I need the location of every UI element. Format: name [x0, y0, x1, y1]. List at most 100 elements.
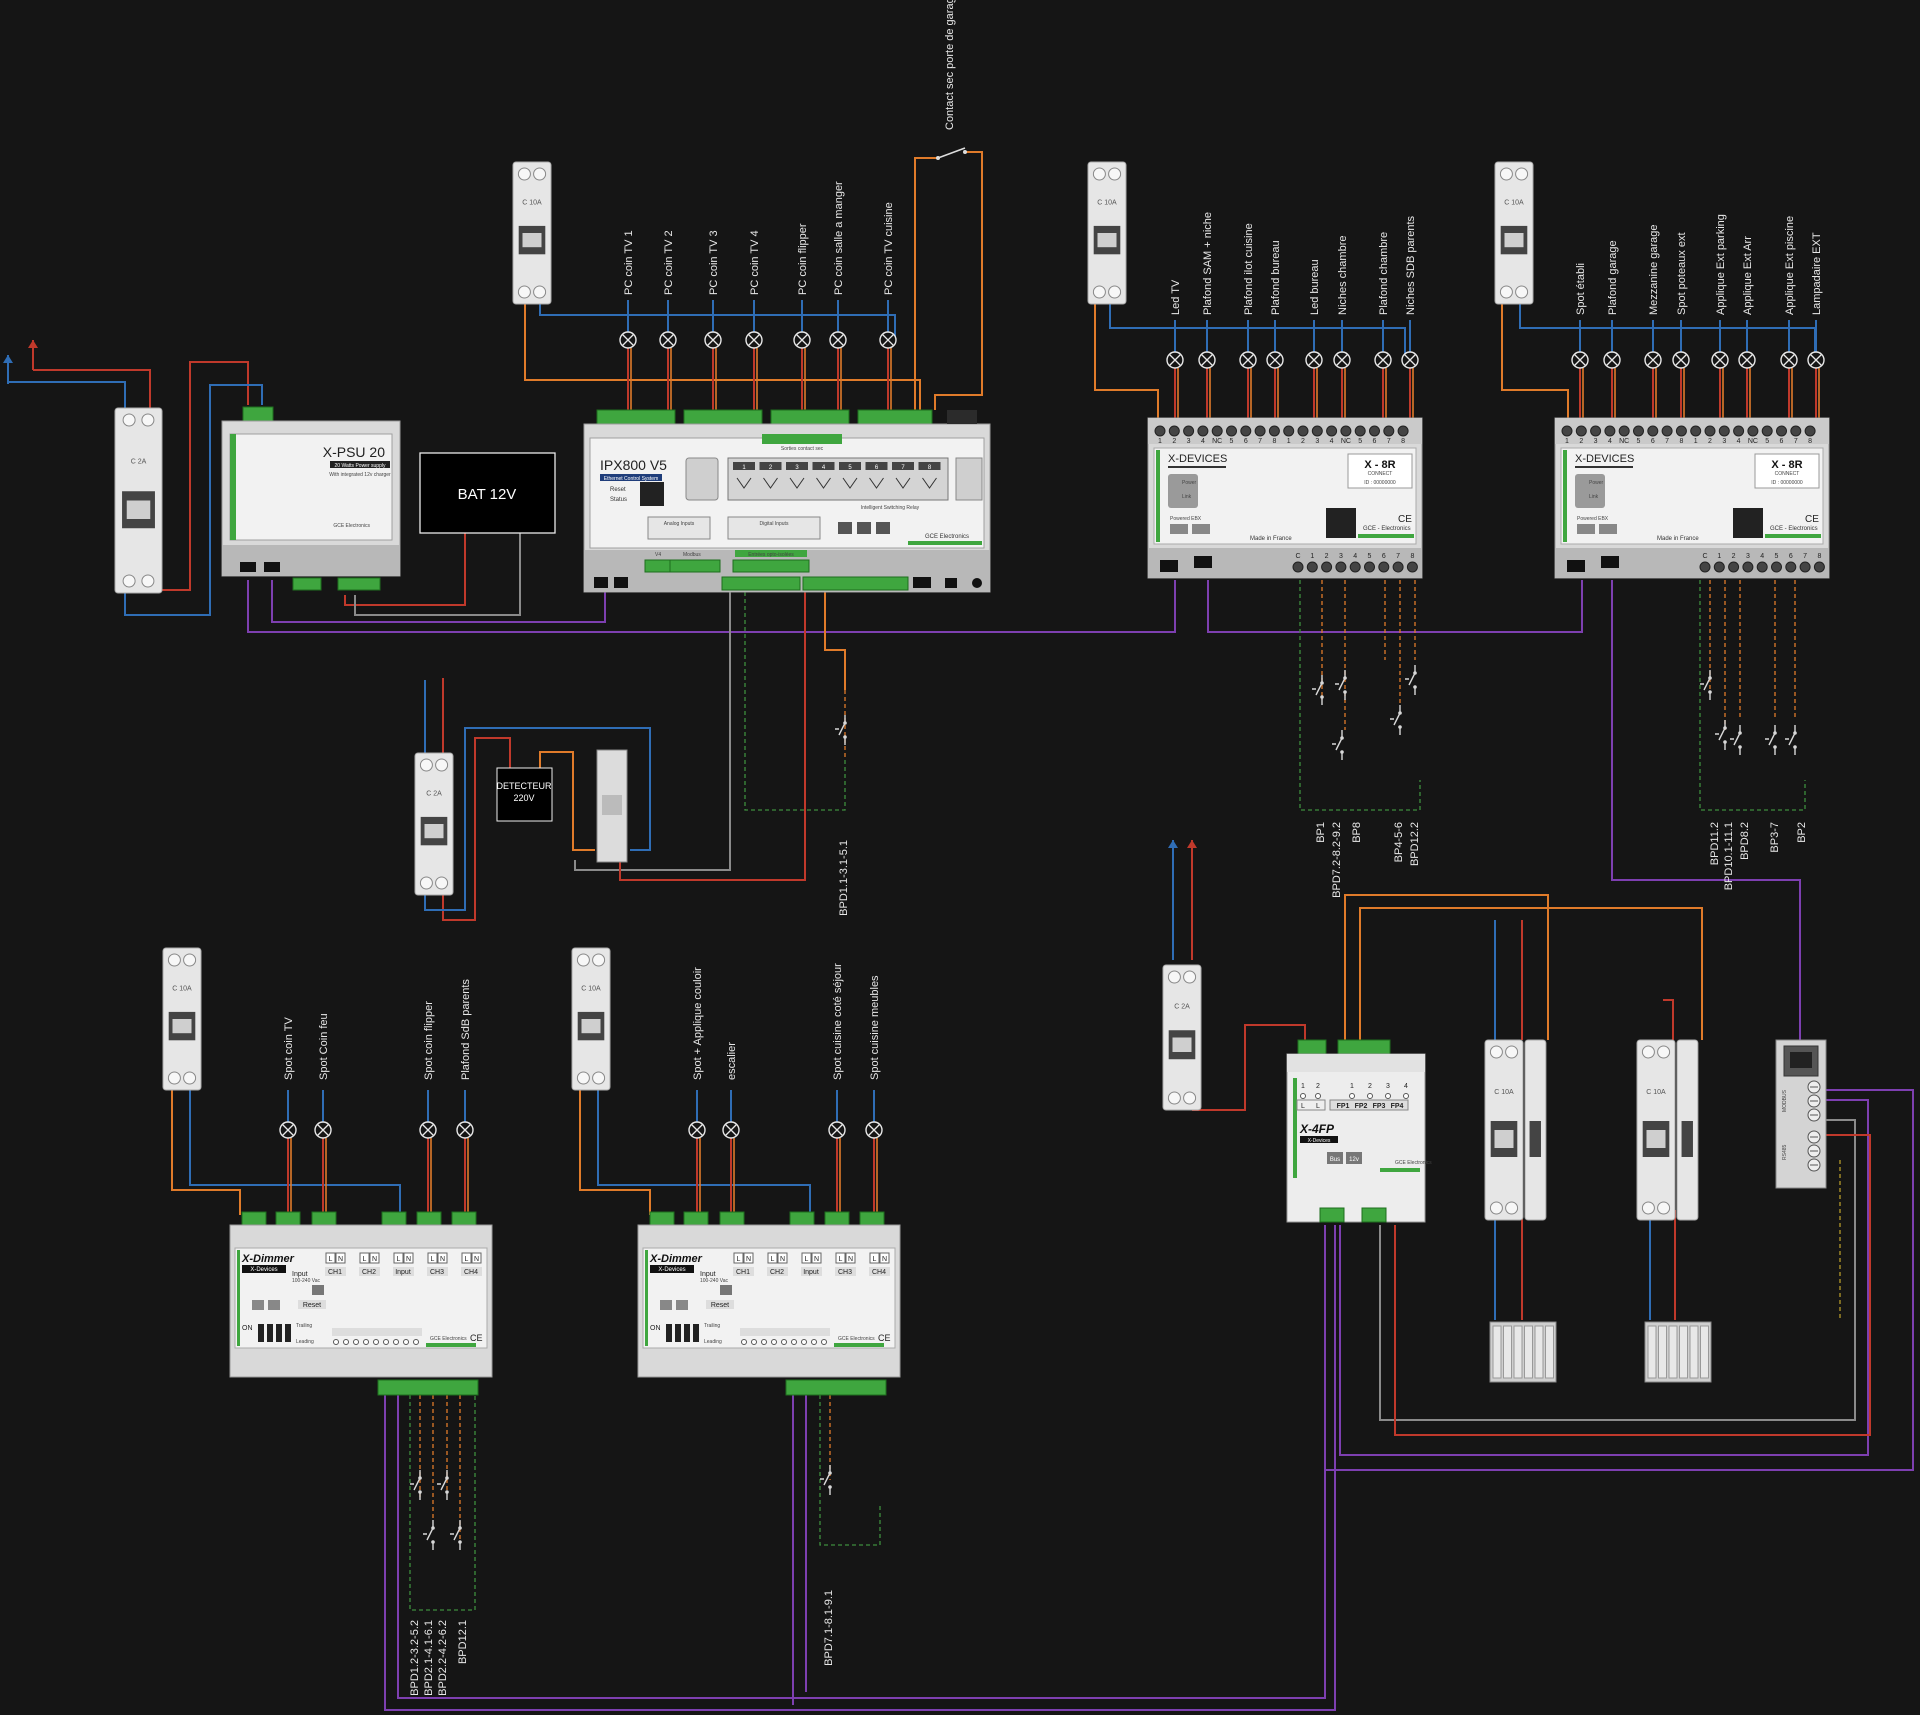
ipx-btn-3[interactable]: [876, 522, 890, 534]
breaker-c2a-main-toggle: [126, 500, 151, 519]
x8r-2-made: Made in France: [1657, 536, 1699, 542]
x8r-2-model-plate: [1754, 453, 1820, 489]
breaker-c10a-radiator-2-toggle: [1646, 1130, 1666, 1148]
dimmer-2-dip-2[interactable]: [675, 1324, 681, 1342]
detector-line1: DETECTEUR: [496, 781, 552, 791]
battery-label: BAT 12V: [458, 486, 517, 503]
psu-module[interactable]: X-PSU 20 20 Watts Power supply With inte…: [221, 406, 401, 591]
breaker-c10a-dimmer-1-screw-1: [167, 953, 181, 967]
breaker-c10a-ipx[interactable]: C 10A: [512, 161, 552, 305]
breaker-c10a-dimmer-1[interactable]: C 10A: [162, 947, 202, 1091]
x8r-2-port-in[interactable]: [1567, 560, 1585, 572]
svg-text:N: N: [338, 1256, 343, 1263]
dimmer-1-dip-2[interactable]: [267, 1324, 273, 1342]
svg-text:L: L: [805, 1256, 809, 1263]
breaker-c10a-x8r-1[interactable]: C 10A: [1087, 161, 1127, 305]
ipx-terminal-top-3: [770, 409, 850, 425]
svg-text:1: 1: [1301, 1083, 1305, 1090]
dimmer-1-dip-1[interactable]: [258, 1324, 264, 1342]
breaker-c2a-main-screw-4: [141, 574, 155, 588]
svg-text:C: C: [1295, 553, 1300, 560]
breaker-c10a-radiator-2[interactable]: C 10A: [1636, 1039, 1699, 1221]
x8r-2-brand: X-DEVICES: [1575, 453, 1634, 465]
dimmer-1-channel-5: CH4: [464, 1269, 478, 1276]
dimmer-1-set-btn[interactable]: [312, 1285, 324, 1295]
ipx-btn-2[interactable]: [857, 522, 871, 534]
dimmer-1-dip-3[interactable]: [276, 1324, 282, 1342]
x4fp-12v-btn[interactable]: [1346, 1152, 1362, 1164]
breaker-c10a-ipx-screw-1: [517, 167, 531, 181]
ipx-load-label-4: PC coin TV 4: [749, 230, 761, 295]
breaker-c2a-main[interactable]: C 2A: [114, 407, 163, 594]
svg-text:1: 1: [1287, 438, 1291, 445]
ipx-terminal-modbus: [669, 559, 721, 573]
ipx-optos-caption: Entrées opto-isolées: [748, 552, 794, 558]
x8r-1-port-out[interactable]: [1194, 556, 1212, 568]
svg-text:N: N: [848, 1256, 853, 1263]
svg-text:3: 3: [1315, 438, 1319, 445]
breaker-c2a-detector-label: C 2A: [426, 791, 442, 798]
dimmer-2-dip-1[interactable]: [666, 1324, 672, 1342]
dimmer-1-dip-4[interactable]: [285, 1324, 291, 1342]
x8r2-button-label-2: BPD10.1-11.1: [1723, 822, 1735, 890]
dimmer-2-dip-3[interactable]: [684, 1324, 690, 1342]
dimmer-1-reset-btn[interactable]: [298, 1300, 326, 1309]
breaker-c2a-detector-screw-4: [435, 876, 449, 890]
dimmer-1-terminal-top-6: [451, 1211, 477, 1226]
x8r-1-brand: X-DEVICES: [1168, 453, 1227, 465]
dimmer-2-channel-5: CH4: [872, 1269, 886, 1276]
dimmer2-button-label-1: BPD7.1-8.1-9.1: [823, 1590, 835, 1666]
breaker-c10a-dimmer-2[interactable]: C 10A: [571, 947, 611, 1091]
x8r-2-screw-top-7: [1647, 425, 1659, 437]
ipx-relay-2: [759, 462, 782, 470]
x4fp-sub: X-Devices: [1308, 1138, 1331, 1144]
dimmer-2-set-btn[interactable]: [720, 1285, 732, 1295]
ipx-side-panel: [955, 457, 983, 501]
svg-text:C: C: [1702, 553, 1707, 560]
breaker-c10a-radiator-1-screw-2: [1505, 1045, 1519, 1059]
dimmer2-load-label-2: escalier: [726, 1042, 738, 1080]
x4fp-title: X-4FP: [1299, 1122, 1335, 1136]
x8r-1-port-in[interactable]: [1160, 560, 1178, 572]
svg-text:8: 8: [1817, 553, 1821, 560]
x8r-2-port-out[interactable]: [1601, 556, 1619, 568]
modbus-rs485: RS485: [1782, 1144, 1788, 1160]
push-button-6: [1405, 665, 1416, 695]
breaker-c10a-x8r-2-screw-2: [1515, 167, 1529, 181]
ipx800-module[interactable]: Sorties contact sec IPX800 V5 Ethernet C…: [583, 409, 991, 593]
x4fp-fp-4: FP4: [1391, 1103, 1404, 1110]
svg-text:3: 3: [1746, 553, 1750, 560]
dimmer-2-link-led: [676, 1300, 688, 1310]
breaker-c10a-x8r-1-label: C 10A: [1097, 200, 1117, 207]
psu-port-2: [264, 562, 280, 572]
svg-text:3: 3: [1339, 553, 1343, 560]
x8r-2-link: Link: [1589, 494, 1599, 500]
ipx-btn-1[interactable]: [838, 522, 852, 534]
ipx-relays-caption-bg: [762, 434, 842, 444]
svg-text:N: N: [372, 1256, 377, 1263]
x8r-1-connect: CONNECT: [1368, 471, 1393, 477]
breaker-c10a-radiator-1-screw-4: [1505, 1201, 1519, 1215]
breaker-c10a-radiator-1[interactable]: C 10A: [1484, 1039, 1547, 1221]
dimmer-1-leading: Leading: [296, 1339, 314, 1345]
svg-text:4: 4: [1330, 438, 1334, 445]
x4fp-top-strip: [1287, 1054, 1425, 1072]
x4fp-bus-btn[interactable]: [1327, 1152, 1343, 1164]
dimmer-2-reset-btn[interactable]: [706, 1300, 734, 1309]
dimmer1-load-label-3: Spot coin flipper: [423, 1001, 435, 1080]
breaker-c10a-x8r-2[interactable]: C 10A: [1494, 161, 1534, 305]
breaker-c2a-detector[interactable]: C 2A: [414, 752, 454, 896]
breaker-c2a-x4fp[interactable]: C 2A: [1162, 964, 1202, 1111]
svg-text:2: 2: [1172, 438, 1176, 445]
push-button-9: [1730, 725, 1741, 755]
breaker-c10a-ipx-screw-3: [517, 285, 531, 299]
x8r-2-screw-bot-2: [1713, 561, 1725, 573]
dimmer-1-ce-mark: CE: [470, 1333, 483, 1343]
dimmer-2-dip-4[interactable]: [693, 1324, 699, 1342]
dimmer-2-terminal-top-4: [789, 1211, 815, 1226]
